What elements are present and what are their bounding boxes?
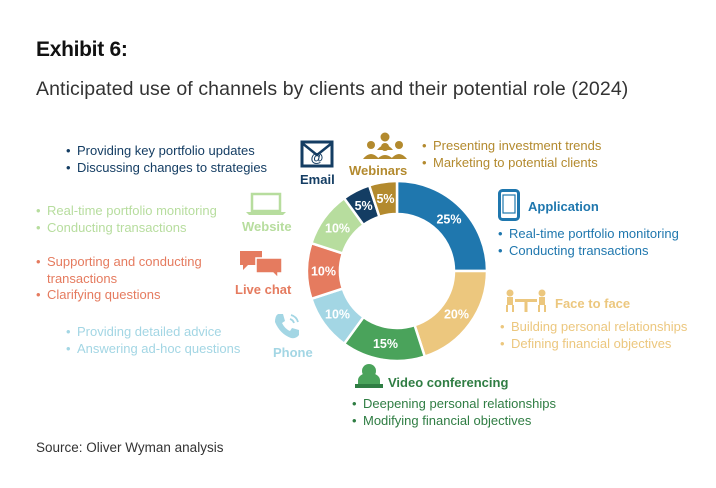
phone-roles: Providing detailed advice Answering ad-h… (66, 324, 240, 357)
phone-role-1: Providing detailed advice (66, 324, 240, 341)
slice-value-label: 15% (373, 337, 398, 351)
application-roles: Real-time portfolio monitoring Conductin… (498, 226, 679, 259)
channel-name-face-to-face: Face to face (555, 296, 631, 311)
website-role-1: Real-time portfolio monitoring (36, 203, 217, 220)
video-conference-icon (354, 362, 384, 390)
slice-value-label: 5% (355, 199, 373, 213)
slice-value-label: 20% (444, 308, 469, 322)
channel-name-webinars: Webinars (349, 163, 408, 178)
live-chat-roles: Supporting and conducting transactions C… (36, 254, 206, 304)
email-icon: @ (300, 140, 334, 168)
live-chat-role-2: Clarifying questions (36, 287, 206, 304)
face-to-face-roles: Building personal relationships Defining… (500, 319, 687, 352)
meeting-table-icon (505, 289, 547, 313)
slice-value-label: 10% (325, 308, 350, 322)
website-roles: Real-time portfolio monitoring Conductin… (36, 203, 217, 236)
audience-icon (362, 132, 408, 160)
live-chat-role-1: Supporting and conducting transactions (36, 254, 206, 287)
webinars-role-2: Marketing to potential clients (422, 155, 601, 172)
phone-icon (272, 311, 302, 341)
source-note: Source: Oliver Wyman analysis (36, 440, 224, 455)
slice-value-label: 10% (325, 221, 350, 235)
channel-name-email: Email (300, 172, 335, 187)
webinars-role-1: Presenting investment trends (422, 138, 601, 155)
email-role-1: Providing key portfolio updates (66, 143, 267, 160)
channel-name-website: Website (242, 219, 292, 234)
application-role-2: Conducting transactions (498, 243, 679, 260)
chart-title: Anticipated use of channels by clients a… (36, 78, 629, 100)
webinars-roles: Presenting investment trends Marketing t… (422, 138, 601, 171)
slice-value-label: 5% (376, 192, 394, 206)
phone-role-2: Answering ad-hoc questions (66, 341, 240, 358)
email-role-2: Discussing changes to strategies (66, 160, 267, 177)
svg-text:@: @ (311, 150, 324, 165)
video-conferencing-role-2: Modifying financial objectives (352, 413, 556, 430)
exhibit-label: Exhibit 6: (36, 38, 128, 61)
channel-name-live-chat: Live chat (235, 282, 292, 297)
website-role-2: Conducting transactions (36, 220, 217, 237)
face-to-face-role-2: Defining financial objectives (500, 336, 687, 353)
channel-name-application: Application (528, 199, 599, 214)
email-roles: Providing key portfolio updates Discussi… (66, 143, 267, 176)
slice-webinars (367, 179, 399, 219)
channel-name-phone: Phone (273, 345, 313, 360)
slice-value-label: 25% (436, 213, 461, 227)
video-conferencing-role-1: Deepening personal relationships (352, 396, 556, 413)
channel-name-video-conferencing: Video conferencing (388, 375, 509, 390)
chat-bubbles-icon (238, 249, 284, 280)
laptop-icon (245, 192, 287, 216)
smartphone-icon (498, 189, 520, 221)
slice-value-label: 10% (311, 265, 336, 279)
video-conferencing-roles: Deepening personal relationships Modifyi… (352, 396, 556, 429)
application-role-1: Real-time portfolio monitoring (498, 226, 679, 243)
face-to-face-role-1: Building personal relationships (500, 319, 687, 336)
